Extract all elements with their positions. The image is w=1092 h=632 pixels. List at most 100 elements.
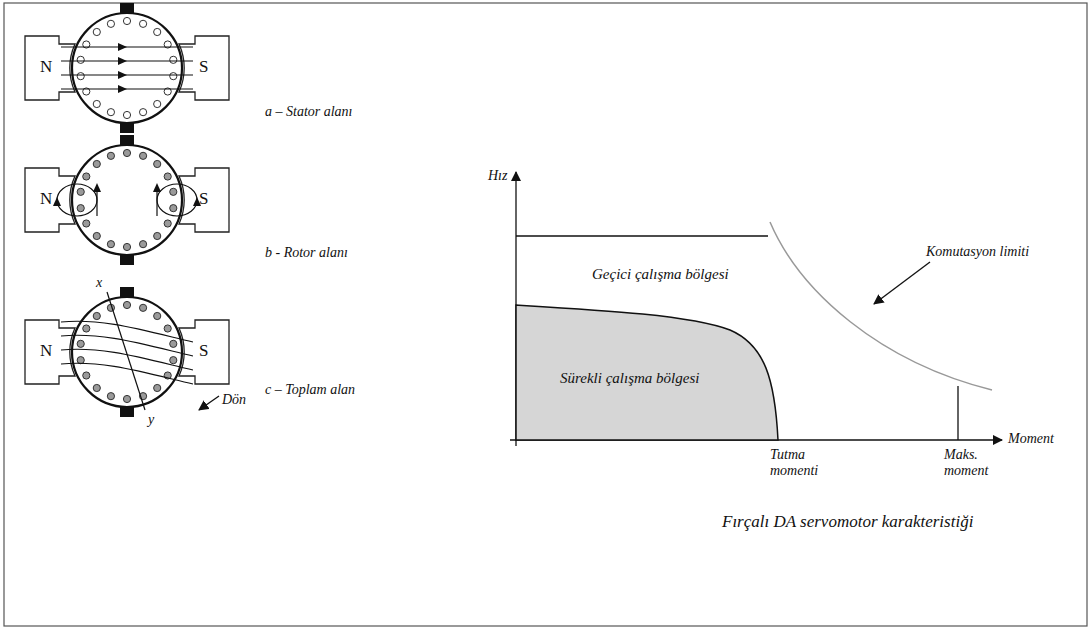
field-arrow	[118, 43, 127, 51]
conductor	[83, 325, 90, 332]
conductor	[123, 17, 130, 24]
conductor	[107, 393, 114, 400]
conductor	[139, 20, 146, 27]
conductor	[93, 312, 100, 319]
label: b - Rotor alanı	[265, 245, 348, 261]
pole-letter: N	[40, 57, 52, 77]
rotor	[72, 13, 182, 123]
rotor	[72, 297, 182, 407]
transient-region: Geçici çalışma bölgesiSürekli çalışma bö…	[516, 236, 772, 440]
field-line	[57, 184, 97, 216]
conductor	[93, 160, 100, 167]
magnet-pole	[25, 320, 75, 384]
motor-c	[25, 287, 229, 417]
field-line	[157, 184, 197, 216]
pole-letter: S	[199, 57, 208, 77]
conductor	[154, 384, 161, 391]
conductor	[139, 109, 146, 116]
conductor	[170, 205, 177, 212]
neutral-axis	[107, 292, 145, 410]
chart	[510, 172, 1002, 446]
conductor	[123, 111, 130, 118]
magnet-pole	[25, 168, 75, 232]
continuous-region: Sürekli çalışma bölgesi	[516, 300, 780, 440]
brush	[120, 287, 134, 298]
conductor	[123, 301, 130, 308]
conductor	[83, 372, 90, 379]
conductor	[77, 188, 84, 195]
label: Moment	[1008, 431, 1054, 447]
conductor	[154, 312, 161, 319]
speed-limit-line	[516, 235, 768, 236]
conductor	[170, 56, 177, 63]
field-arrow	[118, 85, 127, 93]
magnet-pole	[179, 168, 229, 232]
pole-letter: N	[40, 189, 52, 209]
conductor	[154, 28, 161, 35]
conductor	[164, 325, 171, 332]
leader-arrow	[874, 262, 930, 304]
conductor	[107, 152, 114, 159]
brush	[120, 254, 134, 265]
conductor	[139, 304, 146, 311]
rotation-arrow	[199, 396, 219, 410]
conductor	[170, 188, 177, 195]
conductor	[93, 28, 100, 35]
pole-letter: N	[40, 341, 52, 361]
conductor	[154, 160, 161, 167]
field-arrow	[53, 197, 61, 206]
conductor	[154, 232, 161, 239]
pole-letter: S	[199, 189, 208, 209]
field-arrow	[153, 183, 161, 192]
conductor	[123, 243, 130, 250]
region-fill	[516, 305, 778, 440]
conductor	[164, 173, 171, 180]
label: c – Toplam alan	[265, 382, 355, 398]
magnet-pole	[179, 36, 229, 100]
conductor	[83, 220, 90, 227]
brush	[120, 406, 134, 417]
conductor	[93, 100, 100, 107]
conductor	[93, 384, 100, 391]
conductor	[154, 100, 161, 107]
pole-letter: S	[199, 341, 208, 361]
brush	[120, 122, 134, 133]
max-torque-line	[957, 386, 958, 440]
conductor	[170, 73, 177, 80]
magnet-pole	[179, 320, 229, 384]
field-arrow	[118, 71, 127, 79]
label: Hız	[488, 168, 507, 184]
label: a – Stator alanı	[265, 104, 353, 120]
conductor	[164, 220, 171, 227]
conductor	[123, 149, 130, 156]
frame	[4, 3, 1087, 626]
conductor	[83, 173, 90, 180]
conductor	[77, 56, 84, 63]
conductor	[107, 109, 114, 116]
label: x	[96, 275, 102, 291]
label: Dön	[222, 392, 246, 408]
field-arrow	[93, 183, 101, 192]
caption: Fırçalı DA servomotor karakteristiği	[722, 512, 973, 532]
label: Tutma momenti	[770, 447, 840, 479]
motor-b	[25, 135, 229, 265]
rotor	[72, 145, 182, 255]
label: Komutasyon limiti	[926, 244, 1029, 260]
region-label: Sürekli çalışma bölgesi	[560, 370, 699, 387]
motor-a	[25, 3, 229, 133]
brush	[120, 3, 134, 14]
magnet-pole	[25, 36, 75, 100]
conductor	[77, 73, 84, 80]
brush	[120, 135, 134, 146]
field-arrow	[118, 57, 127, 65]
conductor	[139, 241, 146, 248]
conductor	[107, 20, 114, 27]
field-line	[61, 363, 193, 384]
conductor	[170, 340, 177, 347]
conductor	[107, 241, 114, 248]
conductor	[170, 357, 177, 364]
conductor	[77, 340, 84, 347]
label: y	[148, 412, 154, 428]
conductor	[123, 395, 130, 402]
